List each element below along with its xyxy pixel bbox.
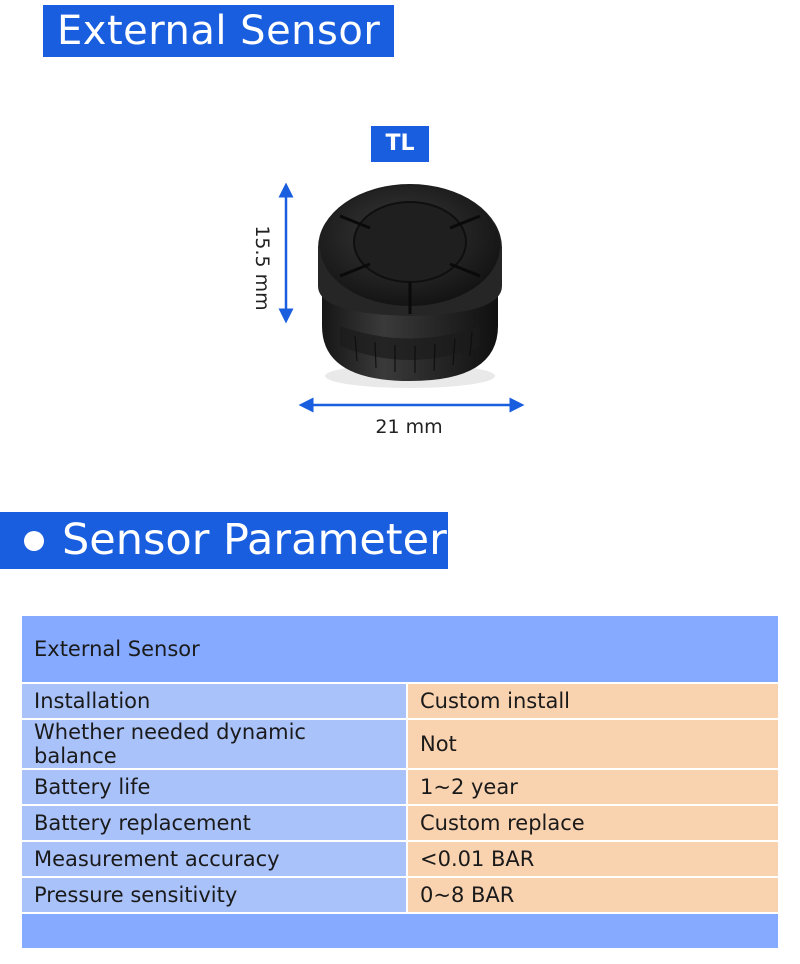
param-value: Custom install	[406, 682, 780, 720]
table-row: Whether needed dynamic balance Not	[20, 718, 780, 770]
param-value: 1~2 year	[406, 768, 780, 806]
param-value: Custom replace	[406, 804, 780, 842]
table-row: Measurement accuracy <0.01 BAR	[20, 840, 780, 878]
table-row: Installation Custom install	[20, 682, 780, 720]
param-key: Pressure sensitivity	[20, 876, 408, 914]
section-title-text: Sensor Parameter	[62, 515, 447, 565]
table-footer	[20, 912, 780, 950]
param-key: Battery life	[20, 768, 408, 806]
table-row: Pressure sensitivity 0~8 BAR	[20, 876, 780, 914]
param-value: 0~8 BAR	[406, 876, 780, 914]
section-title: Sensor Parameter	[0, 512, 448, 569]
width-dimension-label: 21 mm	[375, 416, 443, 438]
sensor-image	[300, 176, 520, 396]
height-dimension-label: 15.5 mm	[251, 225, 273, 311]
table-row: Battery replacement Custom replace	[20, 804, 780, 842]
param-value: <0.01 BAR	[406, 840, 780, 878]
parameter-table: External Sensor Installation Custom inst…	[20, 614, 780, 950]
param-key: Measurement accuracy	[20, 840, 408, 878]
table-header: External Sensor	[20, 614, 780, 684]
param-key: Battery replacement	[20, 804, 408, 842]
param-key: Installation	[20, 682, 408, 720]
bullet-icon	[24, 530, 44, 551]
param-key: Whether needed dynamic balance	[20, 718, 408, 770]
param-value: Not	[406, 718, 780, 770]
table-row: Battery life 1~2 year	[20, 768, 780, 806]
model-badge: TL	[371, 126, 429, 162]
page-title: External Sensor	[43, 5, 395, 57]
